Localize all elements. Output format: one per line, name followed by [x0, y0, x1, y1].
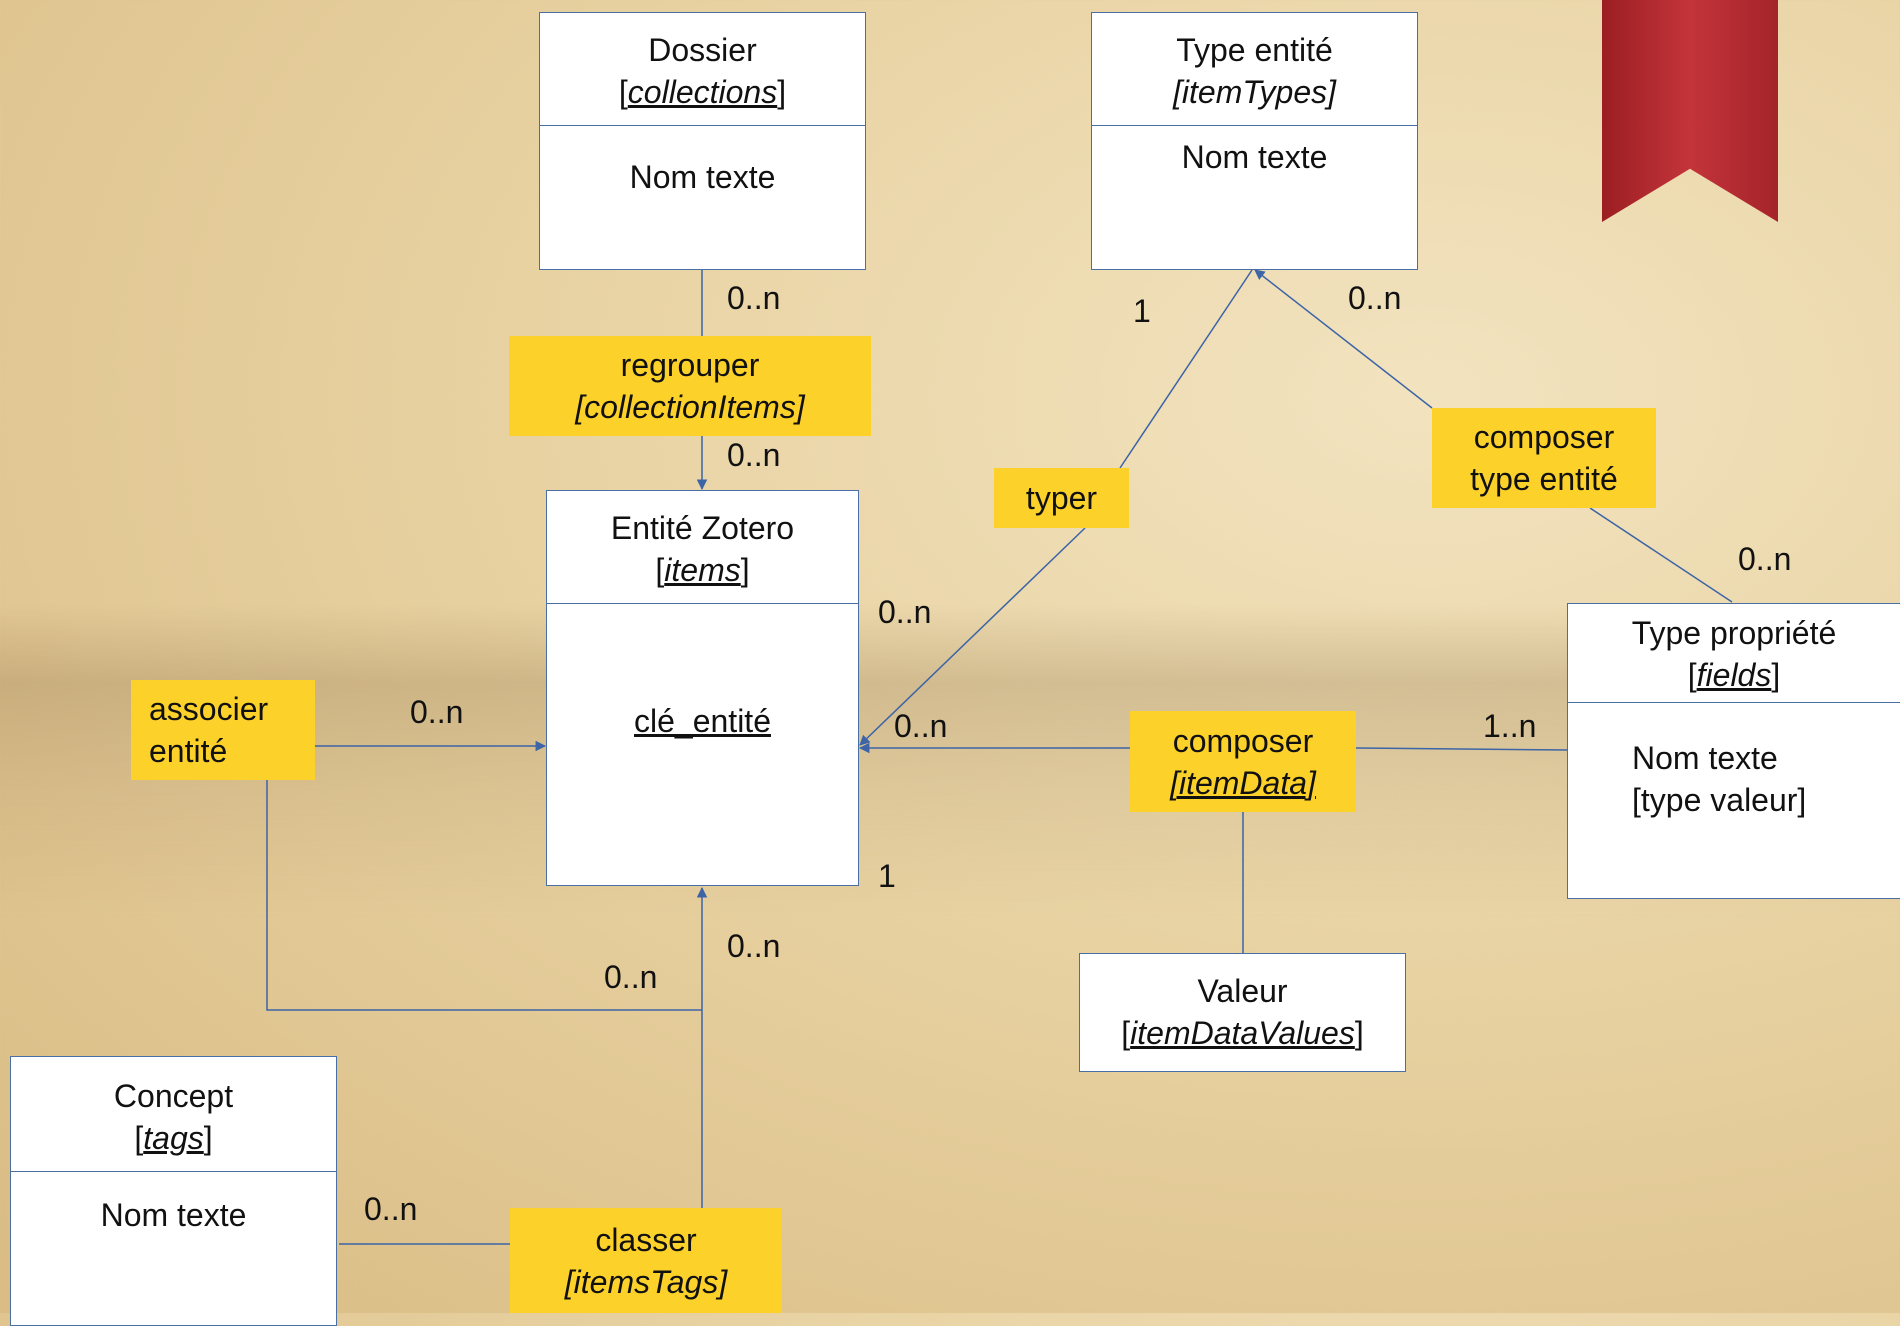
cardinality-composetype-type: 0..n — [1348, 280, 1402, 316]
entity-type-entite-attribute: Nom texte — [1181, 139, 1328, 175]
association-composer-type-entite-line2: type entité — [1470, 461, 1618, 497]
line-typer-type — [1119, 269, 1253, 469]
line-composer-prop — [1355, 747, 1569, 751]
entity-type-propriete-title: Type propriété — [1631, 615, 1837, 651]
association-composer-type-entite[interactable]: composer type entité — [1432, 408, 1656, 508]
association-regrouper-label: regrouper — [620, 347, 760, 383]
entity-type-entite-title: Type entité — [1176, 32, 1333, 68]
entity-type-propriete-attribute-2: [type valeur] — [1632, 782, 1807, 818]
line-associer-loop — [266, 778, 702, 1011]
entity-type-entite[interactable]: Type entité [itemTypes] Nom texte — [1091, 12, 1418, 270]
association-associer-entite[interactable]: associer entité — [131, 680, 315, 780]
cardinality-prop-composetype: 0..n — [1738, 541, 1792, 577]
line-composetype-type — [1254, 269, 1433, 409]
entity-dossier-title: Dossier — [648, 32, 757, 68]
association-composer-type-entite-line1: composer — [1473, 419, 1615, 455]
cardinality-typer-entite: 0..n — [878, 594, 932, 630]
entity-type-propriete-body: Nom texte [type valeur] — [1568, 703, 1900, 821]
entity-entite-zotero-header: Entité Zotero [items] — [547, 491, 858, 604]
entity-valeur-title: Valeur — [1197, 973, 1288, 1009]
entity-entite-zotero[interactable]: Entité Zotero [items] clé_entité — [546, 490, 859, 886]
association-composer-label: composer — [1172, 722, 1314, 759]
entity-concept-attribute: Nom texte — [100, 1197, 247, 1233]
entity-type-propriete-attribute-1: Nom texte — [1632, 740, 1778, 776]
association-regrouper[interactable]: regrouper [collectionItems] — [509, 336, 871, 436]
association-composer[interactable]: composer [itemData] — [1130, 711, 1356, 812]
cardinality-composer-prop: 1..n — [1483, 708, 1537, 744]
association-composer-table: [itemData] — [1170, 764, 1316, 801]
entity-concept-header: Concept [tags] — [11, 1057, 336, 1172]
cardinality-dossier-regrouper: 0..n — [727, 280, 781, 316]
association-typer-label: typer — [1025, 480, 1098, 516]
entity-dossier-header: Dossier [collections] — [540, 13, 865, 126]
line-typer-entite — [859, 527, 1086, 746]
cardinality-associer-loop: 0..n — [604, 959, 658, 995]
association-typer[interactable]: typer — [994, 468, 1129, 528]
association-classer-table: [itemsTags] — [564, 1263, 728, 1300]
cardinality-regrouper-entite: 0..n — [727, 437, 781, 473]
cardinality-concept-classer: 0..n — [364, 1191, 418, 1227]
entity-entite-zotero-key: clé_entité — [634, 703, 771, 739]
entity-concept-title: Concept — [113, 1078, 234, 1114]
entity-dossier-attribute: Nom texte — [629, 159, 776, 195]
entity-type-propriete-header: Type propriété [fields] — [1568, 604, 1900, 703]
entity-entite-zotero-table: items — [664, 552, 741, 588]
association-associer-line1: associer — [149, 691, 269, 727]
cardinality-entite-bottom: 1 — [878, 858, 896, 894]
entity-concept[interactable]: Concept [tags] Nom texte — [10, 1056, 337, 1326]
association-classer[interactable]: classer [itemsTags] — [510, 1208, 782, 1313]
entity-valeur-table: itemDataValues — [1130, 1015, 1355, 1051]
entity-type-entite-header: Type entité [itemTypes] — [1092, 13, 1417, 126]
cardinality-associer-entite: 0..n — [410, 694, 464, 730]
association-regrouper-table: [collectionItems] — [575, 389, 805, 425]
entity-valeur[interactable]: Valeur [itemDataValues] — [1079, 953, 1406, 1072]
entity-dossier[interactable]: Dossier [collections] Nom texte — [539, 12, 866, 270]
association-associer-line2: entité — [149, 733, 228, 769]
cardinality-classer-entite: 0..n — [727, 928, 781, 964]
entity-type-propriete-table: fields — [1696, 657, 1772, 693]
cardinality-typer-type: 1 — [1133, 293, 1151, 329]
cardinality-composer-entite: 0..n — [894, 708, 948, 744]
entity-dossier-table: collections — [627, 74, 778, 110]
entity-type-propriete[interactable]: Type propriété [fields] Nom texte [type … — [1567, 603, 1900, 899]
line-composetype-prop — [1589, 507, 1733, 603]
entity-entite-zotero-title: Entité Zotero — [610, 510, 795, 546]
entity-concept-table: tags — [143, 1120, 204, 1156]
entity-type-entite-table: itemTypes — [1181, 74, 1328, 110]
association-classer-label: classer — [595, 1221, 697, 1258]
